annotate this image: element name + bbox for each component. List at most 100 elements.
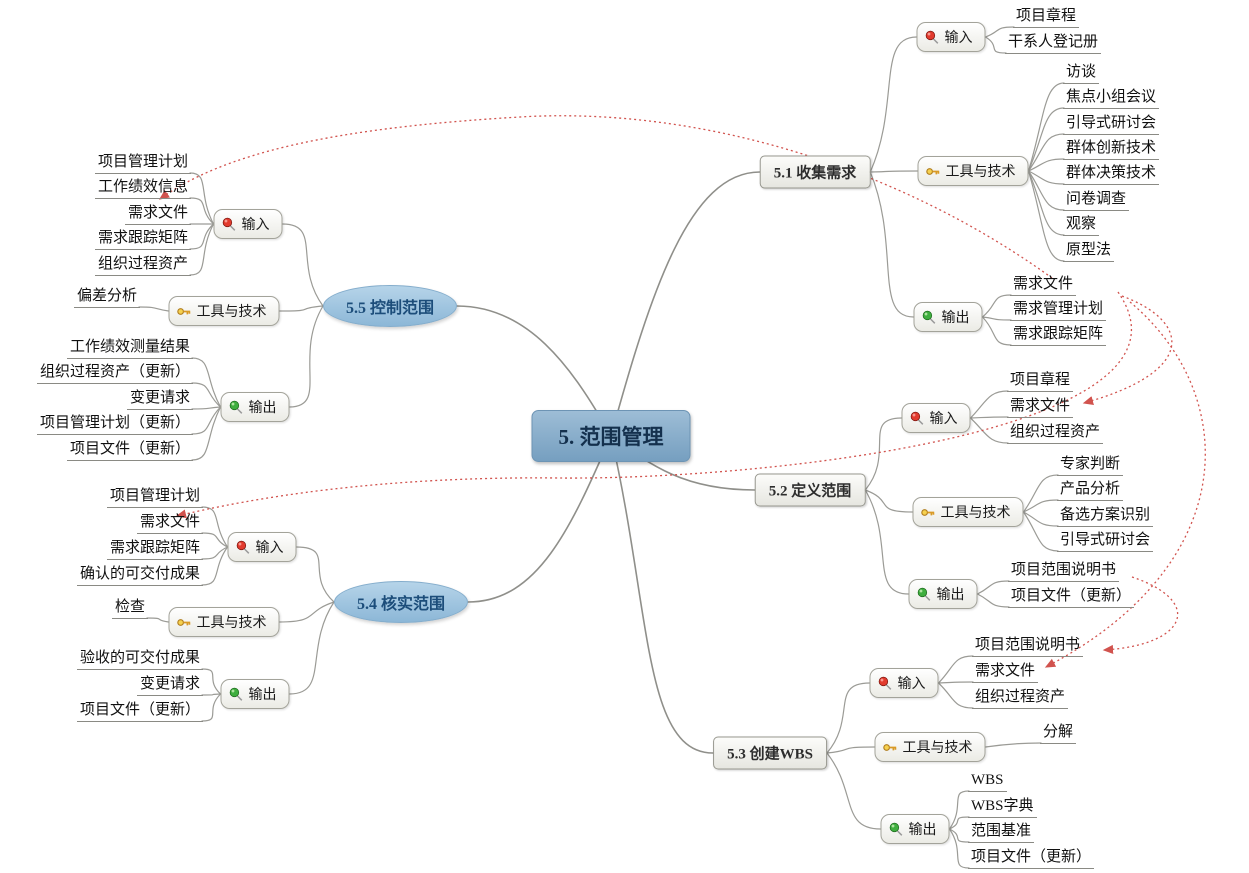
key-icon — [177, 304, 192, 319]
leaf-item[interactable]: 分解 — [1040, 720, 1077, 744]
group-label: 工具与技术 — [196, 305, 267, 320]
leaf-item[interactable]: 需求跟踪矩阵 — [106, 536, 203, 560]
leaf-item[interactable]: 焦点小组会议 — [1063, 85, 1160, 109]
leaf-item[interactable]: 访谈 — [1063, 60, 1100, 84]
group-5-2-output[interactable]: 输出 — [908, 579, 978, 609]
pin-green-icon — [889, 822, 904, 837]
group-5-3-tools[interactable]: 工具与技术 — [874, 732, 986, 762]
pin-green-icon — [917, 587, 932, 602]
leaf-item[interactable]: 引导式研讨会 — [1063, 111, 1160, 135]
leaf-item[interactable]: 项目文件（更新） — [1008, 584, 1135, 608]
leaf-item[interactable]: 检查 — [111, 595, 148, 619]
group-label: 输入 — [241, 218, 270, 233]
pin-green-icon — [229, 400, 244, 415]
group-5-4-tools[interactable]: 工具与技术 — [168, 607, 280, 637]
leaf-item[interactable]: 群体决策技术 — [1063, 161, 1160, 185]
group-label: 输入 — [929, 412, 958, 427]
group-5-5-tools[interactable]: 工具与技术 — [168, 296, 280, 326]
leaf-item[interactable]: WBS — [968, 772, 1007, 792]
group-5-2-tools[interactable]: 工具与技术 — [912, 497, 1024, 527]
branch-5-2[interactable]: 5.2 定义范围 — [754, 473, 866, 507]
leaf-item[interactable]: 产品分析 — [1057, 477, 1124, 501]
group-5-1-input[interactable]: 输入 — [916, 22, 986, 52]
branch-5-1[interactable]: 5.1 收集需求 — [759, 155, 871, 189]
group-5-4-output[interactable]: 输出 — [220, 679, 290, 709]
group-5-1-tools[interactable]: 工具与技术 — [917, 156, 1029, 186]
group-5-3-output[interactable]: 输出 — [880, 814, 950, 844]
leaf-item[interactable]: 项目范围说明书 — [1008, 558, 1120, 582]
group-5-4-input[interactable]: 输入 — [227, 532, 297, 562]
leaf-item[interactable]: 项目章程 — [1013, 4, 1080, 28]
group-label: 输入 — [897, 677, 926, 692]
leaf-item[interactable]: 需求文件 — [124, 201, 191, 225]
central-topic[interactable]: 5. 范围管理 — [531, 410, 691, 462]
group-label: 输出 — [941, 311, 970, 326]
leaf-item[interactable]: 组织过程资产 — [1007, 420, 1104, 444]
group-label: 工具与技术 — [940, 506, 1011, 521]
group-label: 输出 — [908, 823, 937, 838]
branch-5-5[interactable]: 5.5 控制范围 — [322, 285, 458, 327]
group-label: 输出 — [248, 401, 277, 416]
pin-red-icon — [910, 411, 925, 426]
leaf-item[interactable]: 组织过程资产 — [94, 252, 191, 276]
leaf-item[interactable]: 偏差分析 — [73, 284, 140, 308]
leaf-item[interactable]: 备选方案识别 — [1057, 503, 1154, 527]
leaf-item[interactable]: 变更请求 — [126, 386, 193, 410]
leaf-item[interactable]: 范围基准 — [968, 819, 1035, 843]
group-label: 输出 — [936, 588, 965, 603]
leaf-item[interactable]: 引导式研讨会 — [1057, 528, 1154, 552]
branch-5-3[interactable]: 5.3 创建WBS — [713, 736, 827, 770]
pin-red-icon — [925, 30, 940, 45]
leaf-item[interactable]: 专家判断 — [1057, 452, 1124, 476]
key-icon — [883, 740, 898, 755]
group-label: 工具与技术 — [196, 616, 267, 631]
leaf-item[interactable]: 变更请求 — [136, 672, 203, 696]
leaf-item[interactable]: 原型法 — [1063, 238, 1115, 262]
group-label: 输入 — [944, 31, 973, 46]
leaf-item[interactable]: 项目文件（更新） — [76, 698, 203, 722]
leaf-item[interactable]: 工作绩效信息 — [94, 175, 191, 199]
group-label: 输入 — [255, 541, 284, 556]
leaf-item[interactable]: WBS字典 — [968, 794, 1037, 818]
group-5-1-output[interactable]: 输出 — [913, 302, 983, 332]
leaf-item[interactable]: 组织过程资产 — [972, 685, 1069, 709]
leaf-item[interactable]: 问卷调查 — [1063, 187, 1130, 211]
group-label: 输出 — [248, 688, 277, 703]
leaf-item[interactable]: 群体创新技术 — [1063, 136, 1160, 160]
group-label: 工具与技术 — [945, 165, 1016, 180]
leaf-item[interactable]: 需求跟踪矩阵 — [1010, 322, 1107, 346]
leaf-item[interactable]: 项目管理计划 — [94, 150, 191, 174]
leaf-item[interactable]: 需求文件 — [1007, 394, 1074, 418]
leaf-item[interactable]: 观察 — [1063, 212, 1100, 236]
key-icon — [921, 505, 936, 520]
leaf-item[interactable]: 需求跟踪矩阵 — [94, 226, 191, 250]
key-icon — [926, 164, 941, 179]
branch-5-4[interactable]: 5.4 核实范围 — [333, 581, 469, 623]
leaf-item[interactable]: 验收的可交付成果 — [76, 646, 203, 670]
leaf-item[interactable]: 项目文件（更新） — [66, 437, 193, 461]
leaf-item[interactable]: 组织过程资产（更新） — [36, 360, 193, 384]
pin-green-icon — [922, 310, 937, 325]
leaf-item[interactable]: 工作绩效测量结果 — [66, 335, 193, 359]
leaf-item[interactable]: 项目管理计划（更新） — [36, 411, 193, 435]
leaf-item[interactable]: 项目范围说明书 — [972, 633, 1084, 657]
group-label: 工具与技术 — [902, 741, 973, 756]
leaf-item[interactable]: 项目文件（更新） — [968, 845, 1095, 869]
leaf-item[interactable]: 干系人登记册 — [1005, 30, 1102, 54]
leaf-item[interactable]: 项目管理计划 — [106, 484, 203, 508]
leaf-item[interactable]: 需求管理计划 — [1010, 297, 1107, 321]
group-5-5-input[interactable]: 输入 — [213, 209, 283, 239]
group-5-3-input[interactable]: 输入 — [869, 668, 939, 698]
group-5-5-output[interactable]: 输出 — [220, 392, 290, 422]
key-icon — [177, 615, 192, 630]
pin-red-icon — [878, 676, 893, 691]
group-5-2-input[interactable]: 输入 — [901, 403, 971, 433]
leaf-item[interactable]: 需求文件 — [1010, 272, 1077, 296]
leaf-item[interactable]: 需求文件 — [136, 510, 203, 534]
leaf-item[interactable]: 确认的可交付成果 — [76, 562, 203, 586]
leaf-item[interactable]: 项目章程 — [1007, 368, 1074, 392]
leaf-item[interactable]: 需求文件 — [972, 659, 1039, 683]
pin-green-icon — [229, 687, 244, 702]
